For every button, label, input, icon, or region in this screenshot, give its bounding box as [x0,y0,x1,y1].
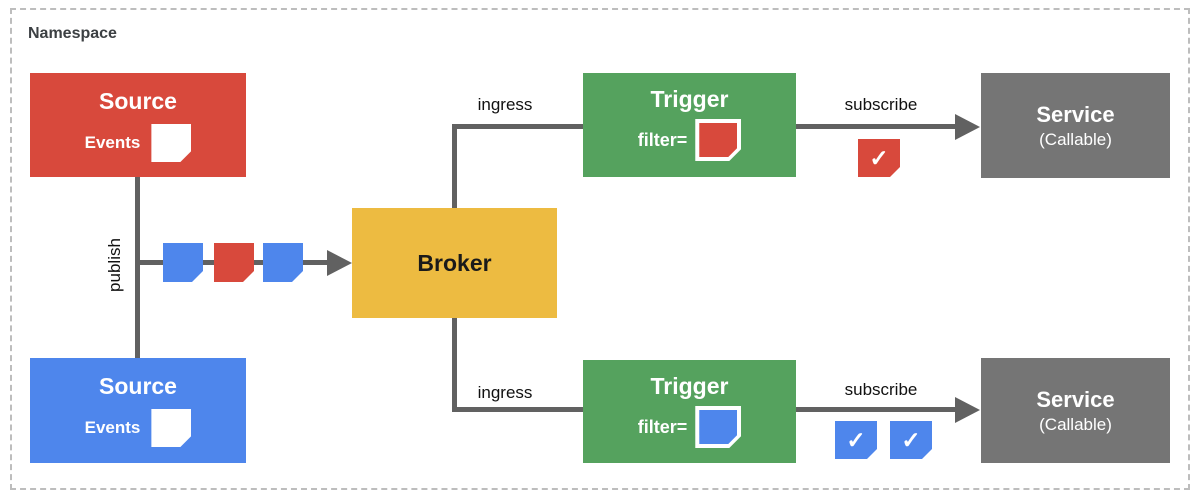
service-node-top: Service (Callable) [981,73,1170,178]
ingress-bottom-label: ingress [477,383,533,402]
checkmark-glyph: ✓ [901,426,921,453]
event-note-red-icon [214,243,254,282]
events-label: Events [84,133,141,152]
event-note-blue-icon [263,243,303,282]
checkmark-glyph: ✓ [846,426,866,453]
ingress-bottom-horizontal-line [452,407,583,412]
subscribe-top-line [796,124,956,129]
ingress-top-vertical-line [452,127,457,208]
trigger-title: Trigger [650,373,729,399]
trigger-title: Trigger [650,86,729,112]
events-row: Events [85,409,192,447]
filter-event-blue-icon [695,406,741,448]
filter-event-blue-fill [699,410,737,444]
event-note-white-icon [151,124,191,162]
filter-row: filter= [638,119,742,161]
event-note-white-icon [151,409,191,447]
service-title: Service [1036,101,1115,127]
subscribe-top-label: subscribe [844,95,918,114]
sources-vertical-line [135,177,140,358]
publish-arrowhead-icon [327,249,352,276]
checked-event-red-icon: ✓ [858,139,900,177]
events-row: Events [85,124,192,162]
filter-event-red-fill [699,123,737,157]
service-title: Service [1036,386,1115,412]
subscribe-top-arrowhead-icon [955,113,980,140]
trigger-node-bottom: Trigger filter= [583,360,796,463]
filter-event-red-icon [695,119,741,161]
namespace-boundary [10,8,1190,490]
service-node-bottom: Service (Callable) [981,358,1170,463]
filter-row: filter= [638,406,742,448]
events-label: Events [84,418,141,437]
source-node-blue: Source Events [30,358,246,463]
checkmark-glyph: ✓ [869,144,889,171]
checked-event-blue-icon: ✓ [835,421,877,459]
source-title: Source [99,373,177,399]
checked-event-blue-icon: ✓ [890,421,932,459]
ingress-top-label: ingress [477,95,533,114]
ingress-bottom-vertical-line [452,318,457,412]
service-subtitle: (Callable) [1039,129,1112,149]
service-subtitle: (Callable) [1039,414,1112,434]
filter-label: filter= [637,416,688,437]
publish-label: publish [105,238,124,292]
source-node-red: Source Events [30,73,246,177]
broker-title: Broker [417,249,492,276]
source-title: Source [99,88,177,114]
filter-label: filter= [637,129,688,150]
subscribe-bottom-arrowhead-icon [955,396,980,423]
subscribe-bottom-label: subscribe [844,380,918,399]
trigger-node-top: Trigger filter= [583,73,796,177]
event-note-blue-icon [163,243,203,282]
namespace-label: Namespace [28,25,117,42]
broker-node: Broker [352,208,557,318]
ingress-top-horizontal-line [452,124,583,129]
subscribe-bottom-line [796,407,956,412]
